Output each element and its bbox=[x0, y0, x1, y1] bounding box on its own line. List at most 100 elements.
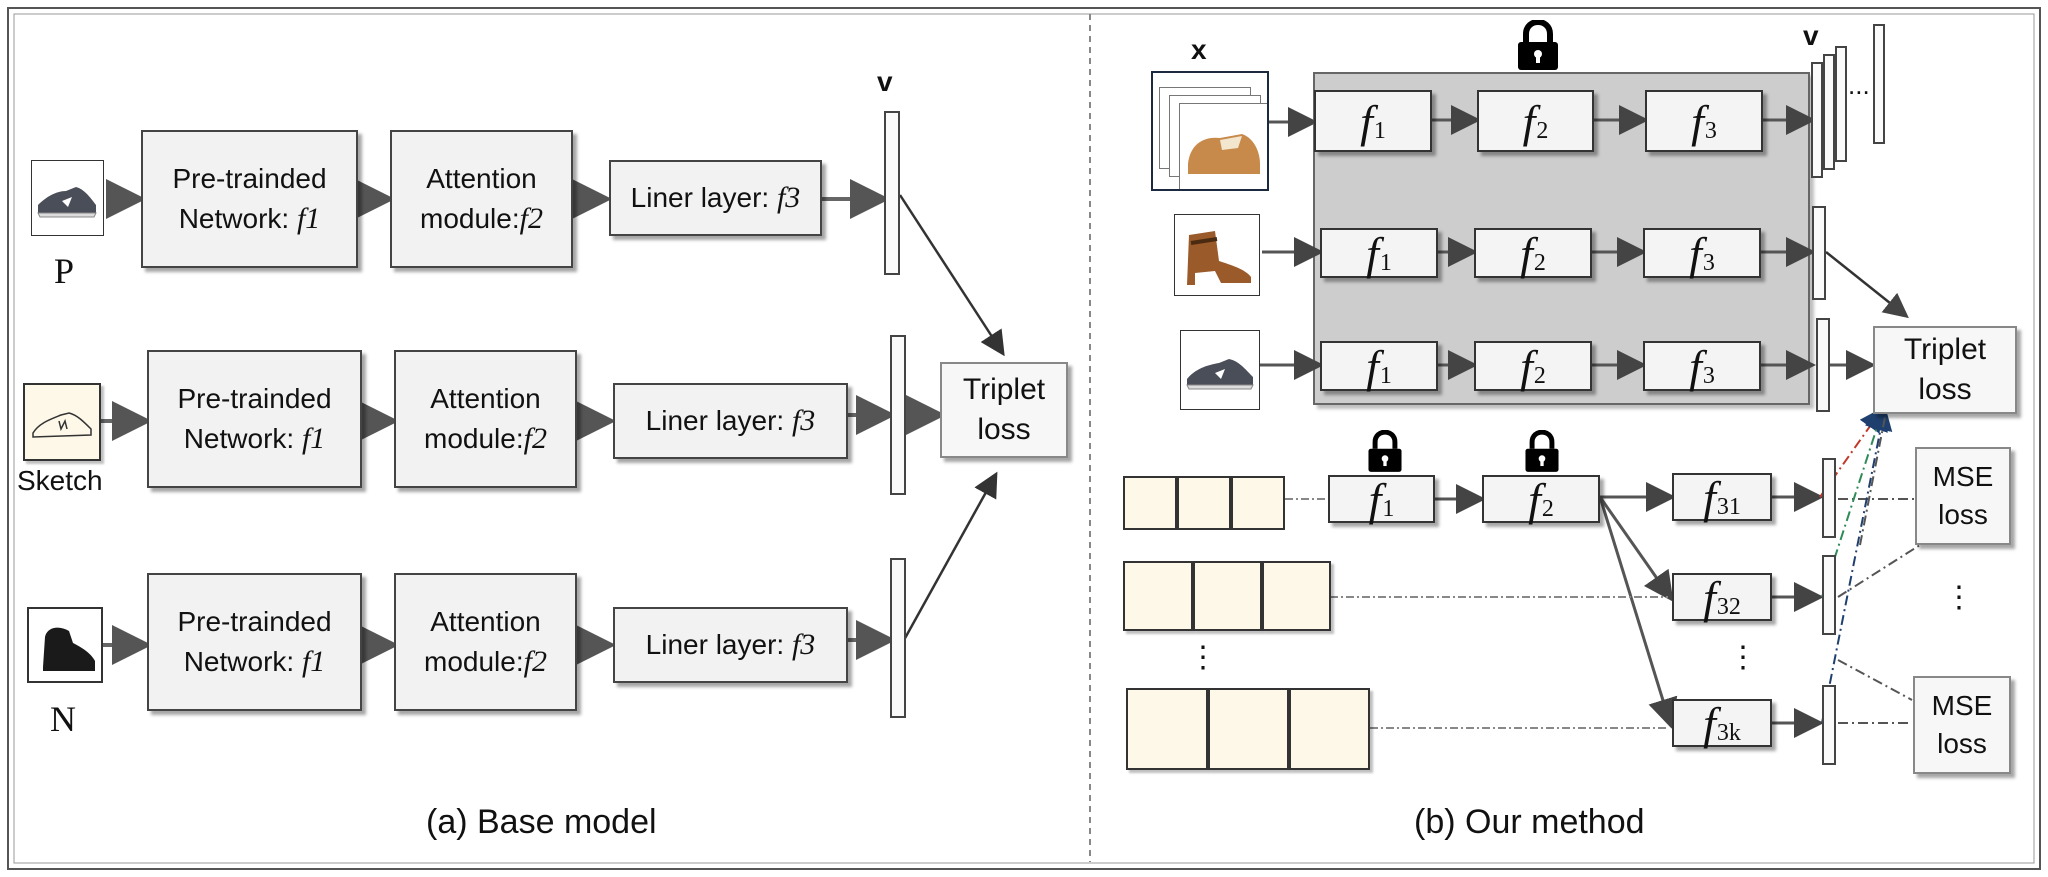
triplet-loss-box-left: Triplet loss bbox=[940, 362, 1068, 458]
f-letter: f bbox=[1689, 227, 1702, 279]
triplet-text: Triplet bbox=[962, 373, 1046, 406]
f-letter: f bbox=[1520, 227, 1533, 279]
pretrained-network-box-sketch: Pre-trainded Network: f1 bbox=[147, 350, 362, 488]
v-label-right: v bbox=[1803, 20, 1819, 51]
sketch-image bbox=[23, 383, 101, 461]
f2-label: f2 bbox=[523, 645, 547, 678]
mse-loss-box-k: MSE loss bbox=[1913, 676, 2011, 774]
loss-text: loss bbox=[1918, 373, 1972, 406]
v-bar-2 bbox=[1823, 54, 1835, 170]
liner-text: Liner layer: bbox=[645, 405, 785, 436]
network-text: Network: bbox=[183, 646, 295, 677]
n-label: N bbox=[50, 699, 76, 739]
f-subscript: 1 bbox=[1373, 117, 1386, 144]
f-letter: f bbox=[1522, 95, 1536, 147]
attention-text: Attention bbox=[430, 383, 541, 414]
ankle-boot-image bbox=[1174, 214, 1260, 296]
pretrained-network-box-n: Pre-trainded Network: f1 bbox=[147, 573, 362, 711]
f-subscript: 2 bbox=[1541, 495, 1554, 522]
module-text: module: bbox=[424, 646, 524, 677]
f-subscript: 1 bbox=[1382, 495, 1395, 522]
sketch-stroke-1-b bbox=[1177, 476, 1231, 530]
mse-ellipsis: ⋮ bbox=[1944, 581, 1974, 614]
f-letter: f bbox=[1368, 473, 1382, 525]
f-subscript: 32 bbox=[1716, 593, 1741, 620]
sketch-label: Sketch bbox=[17, 465, 103, 496]
pretrained-text: Pre-trainded bbox=[172, 163, 327, 194]
triplet-text: Triplet bbox=[1903, 333, 1987, 366]
triplet-loss-box-right: Triplet loss bbox=[1873, 326, 2017, 414]
p-shoe-image bbox=[31, 160, 104, 236]
attention-module-box-n: Attention module:f2 bbox=[394, 573, 577, 711]
f3-label: f3 bbox=[791, 404, 816, 437]
f1-label: f1 bbox=[301, 422, 326, 455]
network-text: Network: bbox=[183, 423, 295, 454]
f-subscript: 1 bbox=[1379, 362, 1392, 389]
f1-label: f1 bbox=[296, 202, 321, 235]
f-subscript: 3k bbox=[1716, 719, 1741, 746]
caption-base-model: (a) Base model bbox=[426, 803, 657, 841]
sketch-stroke-k-c bbox=[1289, 688, 1370, 770]
liner-text: Liner layer: bbox=[645, 629, 785, 660]
sketch-stroke-2-b bbox=[1193, 561, 1262, 631]
sketch-stroke-2-a bbox=[1123, 561, 1193, 631]
f-letter: f bbox=[1703, 697, 1716, 749]
attention-module-box-p: Attention module:f2 bbox=[390, 130, 573, 268]
loss-text: loss bbox=[977, 413, 1031, 446]
sketch-stroke-1-c bbox=[1231, 476, 1285, 530]
attention-text: Attention bbox=[430, 606, 541, 637]
f1-label: f1 bbox=[301, 645, 326, 678]
lock-icon-backbone bbox=[1515, 18, 1561, 77]
v-bar-row3 bbox=[1816, 318, 1830, 412]
f-letter: f bbox=[1703, 571, 1716, 623]
f-letter: f bbox=[1689, 340, 1702, 392]
module-text: module: bbox=[424, 423, 524, 454]
f-letter: f bbox=[1366, 340, 1379, 392]
v-label-left: v bbox=[877, 66, 893, 97]
loss-text: loss bbox=[1937, 728, 1987, 759]
liner-layer-box-sketch: Liner layer: f3 bbox=[613, 383, 848, 459]
sneaker-image bbox=[1180, 330, 1260, 410]
v-bar-f3k bbox=[1822, 685, 1836, 765]
sketch-stroke-k-b bbox=[1208, 688, 1289, 770]
liner-layer-box-p: Liner layer: f3 bbox=[609, 160, 822, 236]
f-subscript: 2 bbox=[1536, 117, 1549, 144]
x-label: x bbox=[1191, 34, 1207, 65]
f-letter: f bbox=[1520, 340, 1533, 392]
caption-our-method: (b) Our method bbox=[1414, 803, 1645, 841]
f3-label: f3 bbox=[776, 181, 801, 214]
pretrained-text: Pre-trainded bbox=[177, 606, 332, 637]
f-letter: f bbox=[1360, 95, 1373, 147]
f-subscript: 3 bbox=[1702, 362, 1715, 389]
f-subscript: 2 bbox=[1533, 249, 1546, 276]
p-label: P bbox=[54, 251, 75, 291]
v-bar-3 bbox=[1835, 46, 1847, 162]
loss-text: loss bbox=[1938, 499, 1988, 530]
mse-text: MSE bbox=[1932, 461, 1994, 492]
module-text: module: bbox=[420, 203, 520, 234]
f-letter: f bbox=[1691, 95, 1704, 147]
liner-text: Liner layer: bbox=[630, 182, 770, 213]
f-letter: f bbox=[1528, 473, 1541, 525]
f2-label: f2 bbox=[523, 422, 547, 455]
liner-layer-box-n: Liner layer: f3 bbox=[613, 607, 848, 683]
f-letter: f bbox=[1703, 471, 1716, 523]
v-stack-dots: ... bbox=[1848, 70, 1870, 100]
f3-label: f3 bbox=[791, 628, 816, 661]
pretrained-network-box-p: Pre-trainded Network: f1 bbox=[141, 130, 358, 268]
